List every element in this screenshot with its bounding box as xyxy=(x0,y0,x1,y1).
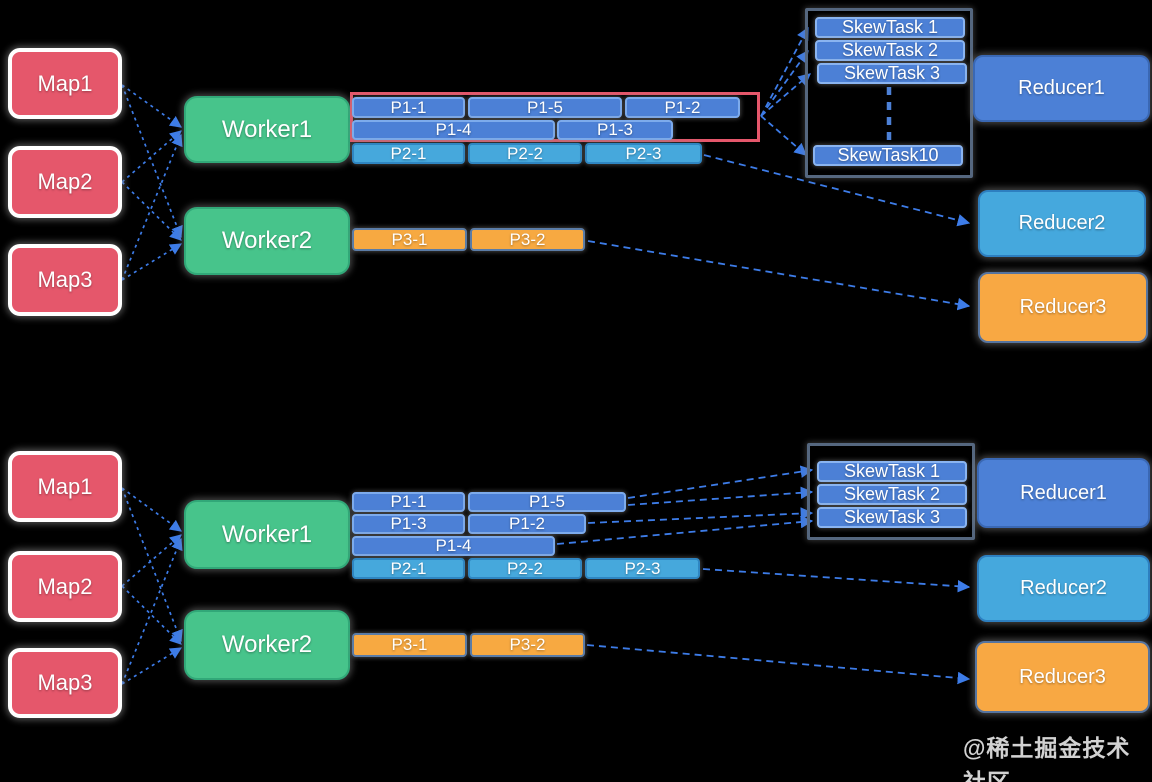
top-skewtask-10: SkewTask10 xyxy=(813,145,963,166)
bottom-partition-p2-3: P2-3 xyxy=(585,558,700,579)
bottom-partition-p1-1: P1-1 xyxy=(352,492,465,512)
top-partition-p1-1: P1-1 xyxy=(352,97,465,118)
bottom-skewtask-1: SkewTask 1 xyxy=(817,461,967,482)
top-partition-p1-3: P1-3 xyxy=(557,120,673,140)
top-partition-p2-1: P2-1 xyxy=(352,143,465,164)
top-partition-p1-4: P1-4 xyxy=(352,120,555,140)
bottom-reducer3-node: Reducer3 xyxy=(975,641,1150,713)
top-partition-p3-1: P3-1 xyxy=(352,228,467,251)
bottom-skewtask-container xyxy=(807,443,975,540)
top-reducer2-node: Reducer2 xyxy=(978,190,1146,257)
top-worker1-node: Worker1 xyxy=(184,96,350,163)
top-map3-node: Map3 xyxy=(8,244,122,316)
top-partition-p2-2: P2-2 xyxy=(468,143,582,164)
top-map2-node: Map2 xyxy=(8,146,122,218)
bottom-worker1-node: Worker1 xyxy=(184,500,350,569)
bottom-map1-node: Map1 xyxy=(8,451,122,522)
top-skewtask-2: SkewTask 2 xyxy=(815,40,965,61)
bottom-partition-p1-5: P1-5 xyxy=(468,492,626,512)
top-partition-p1-2: P1-2 xyxy=(625,97,740,118)
bottom-partition-p3-1: P3-1 xyxy=(352,633,467,657)
top-skewed-partitions-frame xyxy=(350,92,760,142)
bottom-partition-p2-2: P2-2 xyxy=(468,558,582,579)
top-reducer1-node: Reducer1 xyxy=(973,55,1150,122)
bottom-reducer2-node: Reducer2 xyxy=(977,555,1150,622)
top-partition-p1-5: P1-5 xyxy=(468,97,622,118)
watermark-text: @稀土掘金技术社区 xyxy=(963,735,1131,782)
top-worker2-node: Worker2 xyxy=(184,207,350,275)
top-skewtask-1: SkewTask 1 xyxy=(815,17,965,38)
bottom-partition-p3-2: P3-2 xyxy=(470,633,585,657)
bottom-partition-p2-1: P2-1 xyxy=(352,558,465,579)
bottom-partition-p1-3: P1-3 xyxy=(352,514,465,534)
bottom-partition-p1-2: P1-2 xyxy=(468,514,586,534)
bottom-skewtask-3: SkewTask 3 xyxy=(817,507,967,528)
top-skewtask-container xyxy=(805,8,973,178)
top-map1-node: Map1 xyxy=(8,48,122,119)
bottom-reducer1-node: Reducer1 xyxy=(977,458,1150,528)
bottom-map2-node: Map2 xyxy=(8,551,122,622)
top-skewtask-3: SkewTask 3 xyxy=(817,63,967,84)
top-partition-p3-2: P3-2 xyxy=(470,228,585,251)
bottom-skewtask-2: SkewTask 2 xyxy=(817,484,967,505)
bottom-map3-node: Map3 xyxy=(8,648,122,718)
bottom-partition-p1-4: P1-4 xyxy=(352,536,555,556)
bottom-worker2-node: Worker2 xyxy=(184,610,350,680)
top-partition-p2-3: P2-3 xyxy=(585,143,702,164)
top-reducer3-node: Reducer3 xyxy=(978,272,1148,343)
